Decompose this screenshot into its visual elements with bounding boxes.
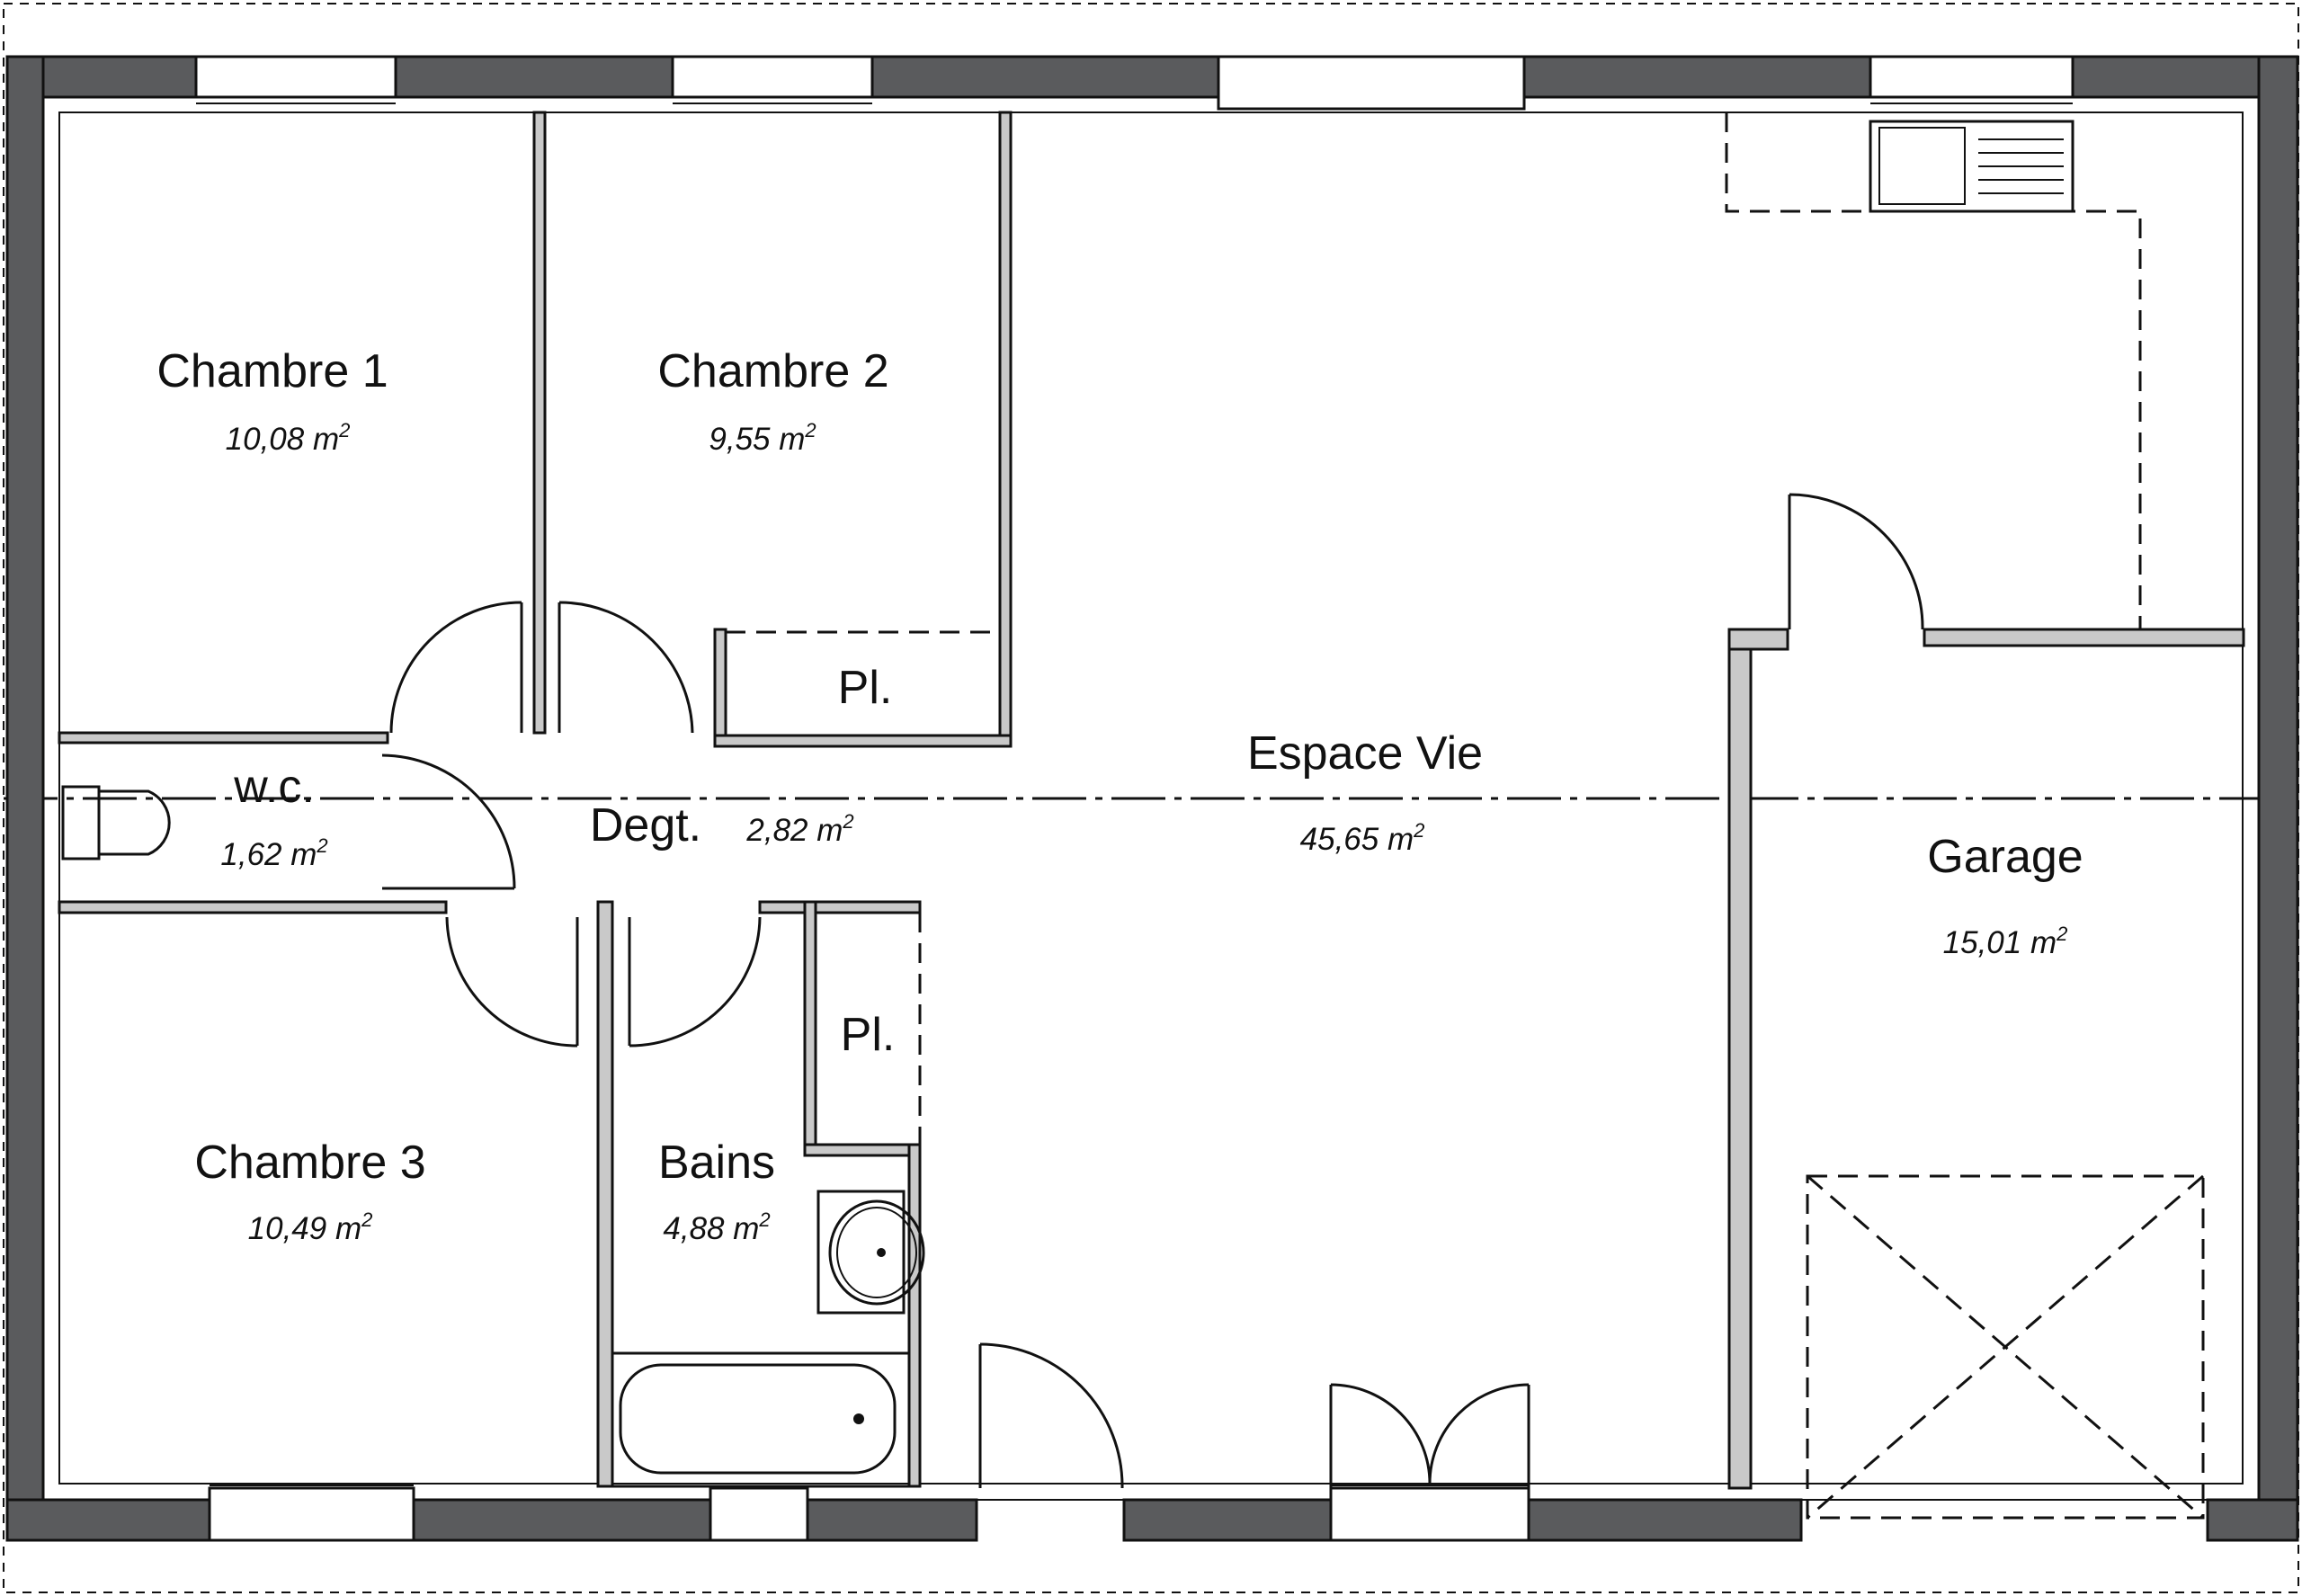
room-name-placard-a: Pl. [838, 662, 893, 714]
interior-walls [58, 111, 2245, 1490]
room-area-degt: 2,82 m2 [745, 810, 853, 848]
room-area-wc: 1,62 m2 [220, 834, 327, 872]
room-area-garage: 15,01 m2 [1943, 923, 2068, 960]
room-name-garage: Garage [1927, 831, 2083, 883]
garage-car-outline [1806, 1174, 2205, 1520]
room-area-espace-vie: 45,65 m2 [1300, 819, 1425, 857]
room-name-degt: Degt. [590, 799, 701, 851]
toilet-icon [61, 785, 171, 860]
room-name-chambre2: Chambre 2 [657, 345, 888, 397]
room-name-espace-vie: Espace Vie [1247, 727, 1483, 780]
room-name-bains: Bains [658, 1137, 775, 1189]
kitchen-sink-icon [1869, 120, 2074, 213]
windows [194, 55, 2074, 1542]
room-area-bains: 4,88 m2 [663, 1208, 770, 1246]
washbasin-icon [816, 1190, 925, 1315]
room-area-chambre1: 10,08 m2 [226, 419, 351, 457]
exterior-walls [5, 55, 2299, 1542]
bathtub-icon [611, 1351, 911, 1488]
room-name-placard-b: Pl. [841, 1009, 896, 1061]
room-name-wc: w.c. [233, 761, 315, 813]
doors [381, 493, 1924, 1489]
room-area-chambre3: 10,49 m2 [248, 1208, 373, 1246]
room-name-chambre3: Chambre 3 [194, 1137, 425, 1189]
room-name-chambre1: Chambre 1 [156, 345, 388, 397]
room-area-chambre2: 9,55 m2 [709, 419, 816, 457]
